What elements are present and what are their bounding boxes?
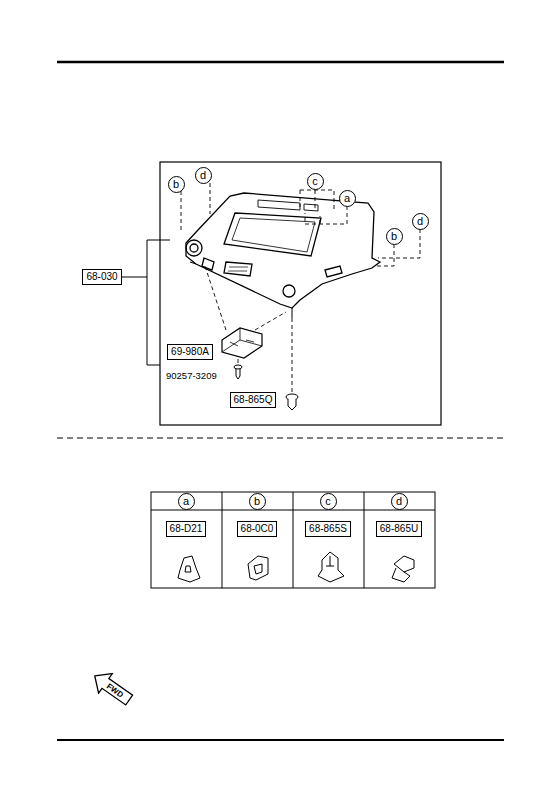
clip-icon-c bbox=[318, 552, 344, 582]
callout-letter-text: b bbox=[173, 179, 179, 190]
grille-slots bbox=[228, 267, 248, 271]
callout-letter-text: d bbox=[417, 216, 423, 227]
part-number: 68-865U bbox=[380, 524, 418, 534]
callout-letter: c bbox=[320, 493, 337, 510]
part-number-box: 68-865Q bbox=[230, 392, 277, 408]
dashed-leaders bbox=[181, 183, 420, 392]
section-divider bbox=[57, 437, 504, 438]
part-number: 69-980A bbox=[171, 347, 209, 357]
leader bbox=[210, 183, 211, 214]
part-number-box: 68-865S bbox=[305, 521, 351, 537]
callout-letter: a bbox=[339, 190, 356, 207]
part-number-box: 68-D21 bbox=[166, 521, 207, 537]
console-knob bbox=[186, 240, 202, 256]
bracket-body bbox=[222, 328, 262, 358]
table-border bbox=[151, 492, 435, 588]
parts-table bbox=[151, 492, 435, 588]
callout-letter: c bbox=[307, 173, 324, 190]
console-body bbox=[186, 193, 380, 308]
console-edge bbox=[190, 262, 292, 318]
bracket-detail bbox=[222, 328, 262, 352]
screw-head bbox=[234, 365, 242, 369]
forward-arrow: FWD bbox=[87, 665, 138, 712]
callout-letter-text: b bbox=[391, 231, 397, 242]
callout-letter: b bbox=[249, 493, 266, 510]
callout-letter: a bbox=[178, 493, 195, 510]
leader-bracket bbox=[121, 240, 170, 365]
leader bbox=[376, 244, 394, 266]
clip-icon-b bbox=[248, 556, 268, 580]
leader bbox=[205, 266, 286, 330]
part-number-box: 68-865U bbox=[376, 521, 422, 537]
callout-letter: d bbox=[391, 493, 408, 510]
screw-shank bbox=[236, 369, 240, 379]
frame bbox=[160, 162, 441, 425]
clip-68-865Q bbox=[286, 394, 298, 410]
part-number: 68-D21 bbox=[170, 524, 203, 534]
leader bbox=[181, 191, 182, 232]
bracket-69-980A bbox=[222, 328, 262, 358]
screw bbox=[234, 365, 242, 379]
overhead-console bbox=[186, 193, 380, 318]
leader bbox=[292, 318, 293, 392]
top-rule bbox=[57, 61, 504, 64]
callout-letter-text: b bbox=[254, 496, 260, 507]
leader bbox=[305, 206, 347, 224]
callout-letter: b bbox=[168, 176, 185, 193]
console-switch bbox=[202, 258, 214, 270]
part-number-box: 69-980A bbox=[167, 344, 213, 360]
part-number-box: 68-0C0 bbox=[237, 521, 278, 537]
table-grid bbox=[151, 492, 435, 588]
arrow-shape bbox=[88, 666, 136, 710]
leader bbox=[300, 190, 334, 212]
clip-icon-a bbox=[178, 556, 200, 582]
bottom-rule bbox=[57, 739, 504, 741]
clip-icon-d bbox=[392, 556, 414, 582]
console-button bbox=[283, 285, 295, 297]
part-number: 90257-3209 bbox=[166, 370, 217, 381]
part-number: 68-865Q bbox=[234, 395, 273, 405]
part-number: 68-865S bbox=[309, 524, 347, 534]
part-number-box: 68-030 bbox=[82, 269, 121, 285]
console-clip-seats bbox=[258, 200, 318, 211]
callout-letter-text: c bbox=[312, 176, 318, 187]
callout-letter: d bbox=[195, 167, 212, 184]
callout-letter-text: a bbox=[344, 193, 350, 204]
console-lens-inner bbox=[232, 218, 315, 252]
console-lens bbox=[224, 213, 321, 256]
console-grille bbox=[224, 262, 252, 276]
callout-letter-text: d bbox=[396, 496, 402, 507]
callout-letter-text: c bbox=[325, 496, 331, 507]
callout-letter: d bbox=[412, 213, 429, 230]
callout-letter-text: a bbox=[183, 496, 189, 507]
callout-letter: b bbox=[386, 228, 403, 245]
clip-body bbox=[288, 399, 296, 410]
callout-letter-text: d bbox=[200, 170, 206, 181]
part-number: 68-030 bbox=[86, 272, 117, 282]
part-number: 68-0C0 bbox=[241, 524, 274, 534]
console-switch bbox=[325, 266, 342, 277]
console-knob-inner bbox=[190, 244, 198, 252]
part-icons bbox=[178, 552, 414, 582]
